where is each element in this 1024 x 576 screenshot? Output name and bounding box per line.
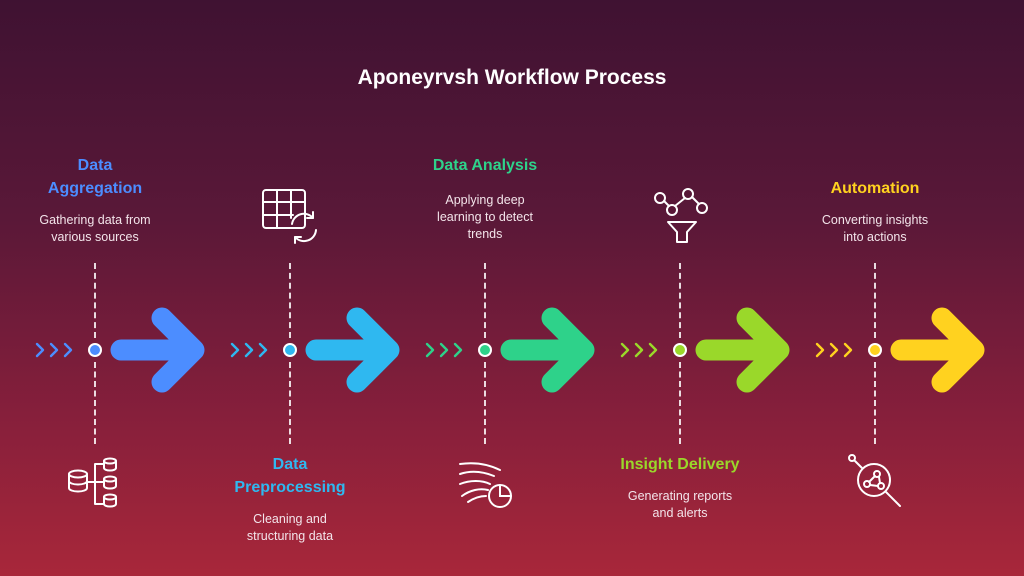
step-3-heading: Data Analysis [395,154,575,177]
step-3-heading-line1: Data Analysis [432,157,538,174]
step-5-heading-line1: Automation [830,180,920,197]
step-1-dot [88,343,102,357]
step-4-connector-top [679,263,681,338]
step-5-desc-line1: Converting insights [821,213,929,227]
step-1-desc-line1: Gathering data from [39,213,151,227]
step-1-arrow [110,305,210,395]
step-2-chevrons [229,340,279,360]
step-2-arrow [305,305,405,395]
step-5-arrow [890,305,990,395]
step-3-dot [478,343,492,357]
step-5-connector-top [874,263,876,338]
step-1-connector-bottom [94,362,96,444]
step-5-chevrons [814,340,864,360]
step-3-desc-line1: Applying deep [445,193,525,207]
step-3-desc-line2: learning to detect [437,210,533,224]
step-2-heading-line2: Preprocessing [234,479,346,496]
step-5-connector-bottom [874,362,876,444]
step-3-description: Applying deep learning to detect trends [395,192,575,243]
step-4-desc-line2: and alerts [652,506,708,520]
step-4-heading: Insight Delivery [590,453,770,476]
page-title: Aponeyrvsh Workflow Process [357,66,667,89]
step-4-dot [673,343,687,357]
step-3-desc-line3: trends [467,227,503,241]
step-4-heading-line1: Insight Delivery [620,456,740,473]
funnel-network-icon [650,186,714,246]
step-5-desc-line2: into actions [843,230,907,244]
step-4-description: Generating reports and alerts [590,488,770,522]
step-1-heading-line1: Data [77,157,113,174]
step-1-desc-line2: various sources [51,230,139,244]
database-network-icon [64,452,128,512]
step-3-arrow [500,305,600,395]
step-2-description: Cleaning and structuring data [200,511,380,545]
step-4-chevrons [619,340,669,360]
step-1-heading-line2: Aggregation [47,180,143,197]
step-5-description: Converting insights into actions [785,212,965,246]
step-1-connector-top [94,263,96,338]
step-2-connector-top [289,263,291,338]
step-4-connector-bottom [679,362,681,444]
step-4-arrow [695,305,795,395]
step-1-chevrons [34,340,84,360]
step-2-connector-bottom [289,362,291,444]
step-1-heading: Data Aggregation [5,154,185,200]
step-5-heading: Automation [785,177,965,200]
wind-chart-icon [454,452,518,512]
step-3-connector-bottom [484,362,486,444]
step-1-description: Gathering data from various sources [5,212,185,246]
step-2-heading-line1: Data [272,456,308,473]
step-5-dot [868,343,882,357]
step-2-desc-line2: structuring data [246,529,334,543]
step-2-dot [283,343,297,357]
step-4-desc-line1: Generating reports [627,489,733,503]
magnifier-network-icon [844,450,908,512]
step-3-connector-top [484,263,486,338]
table-refresh-icon [258,186,322,246]
step-3-chevrons [424,340,474,360]
step-2-desc-line1: Cleaning and [253,512,327,526]
step-2-heading: Data Preprocessing [200,453,380,499]
